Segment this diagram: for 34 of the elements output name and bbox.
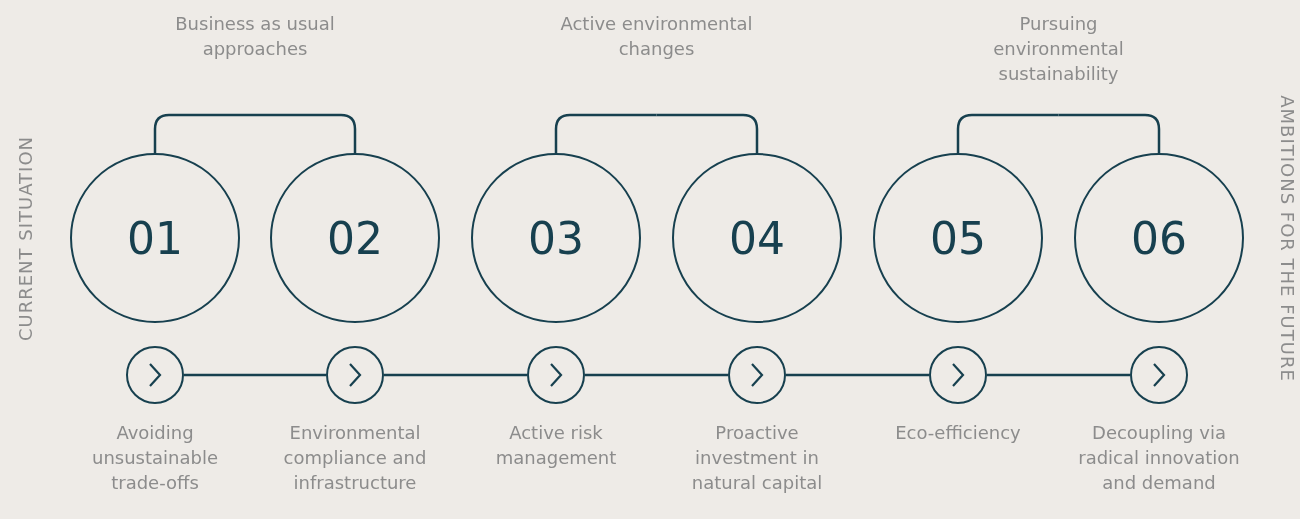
step-caption: Environmental compliance and infrastructure (282, 421, 428, 495)
group-heading: Active environmental changes (556, 11, 757, 61)
bracket-line (153, 113, 255, 153)
bracket-line (1058, 113, 1161, 153)
connector-line (585, 373, 728, 377)
step-circle (728, 346, 786, 404)
side-label: CURRENT SITUATION (14, 135, 36, 341)
step-number-circle: 04 (672, 153, 842, 323)
step-caption: Active risk management (494, 421, 618, 470)
step-circle (1130, 346, 1188, 404)
connector-line (987, 373, 1130, 377)
bracket-line (656, 113, 759, 153)
step-number-circle: 06 (1074, 153, 1244, 323)
step-caption: Eco-efficiency (894, 421, 1022, 445)
group-heading: Pursuing environmental sustainability (958, 11, 1159, 86)
step-circle (929, 346, 987, 404)
connector-line (384, 373, 527, 377)
step-caption: Avoiding unsustainable trade-offs (91, 421, 219, 495)
step-number-circle: 02 (270, 153, 440, 323)
bracket-line (554, 113, 657, 153)
bracket-line (255, 113, 357, 153)
step-number-circle: 05 (873, 153, 1043, 323)
step-caption: Decoupling via radical innovation and demand (1077, 421, 1241, 495)
step-circle (326, 346, 384, 404)
group-heading: Business as usual approaches (155, 11, 355, 61)
step-circle (527, 346, 585, 404)
bracket-line (956, 113, 1059, 153)
step-number-circle: 03 (471, 153, 641, 323)
connector-line (184, 373, 326, 377)
step-circle (126, 346, 184, 404)
step-caption: Proactive investment in natural capital (690, 421, 824, 495)
step-number-circle: 01 (70, 153, 240, 323)
side-label: AMBITIONS FOR THE FUTURE (1276, 94, 1298, 382)
connector-line (786, 373, 929, 377)
